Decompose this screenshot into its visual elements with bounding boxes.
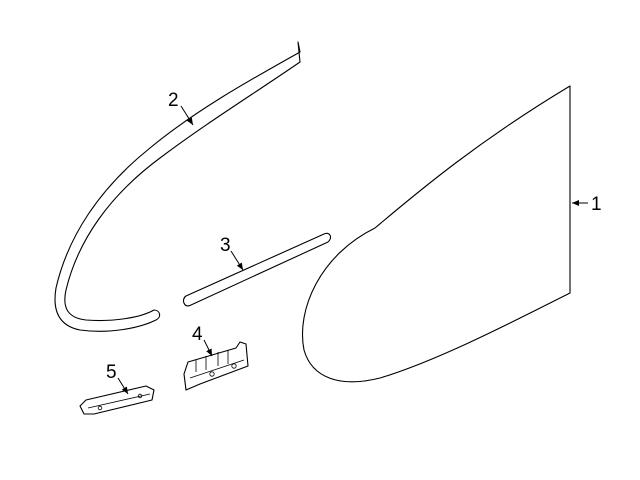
seal-rod: [182, 232, 332, 307]
callout-5: 5: [106, 362, 117, 383]
leader-3: [230, 250, 244, 271]
leader-5: [117, 377, 129, 395]
leader-lines: [117, 105, 588, 395]
callout-labels: 1 2 3 4 5: [106, 90, 602, 383]
callout-2: 2: [168, 90, 179, 111]
callout-1: 1: [591, 194, 602, 215]
glass-clip: [79, 385, 155, 415]
leader-2: [180, 105, 194, 126]
door-glass: [302, 85, 571, 383]
leader-4: [203, 339, 213, 357]
callout-3: 3: [220, 235, 231, 256]
run-channel-weatherstrip: [54, 41, 301, 332]
glass-bracket: [183, 341, 249, 391]
callout-4: 4: [192, 324, 203, 345]
